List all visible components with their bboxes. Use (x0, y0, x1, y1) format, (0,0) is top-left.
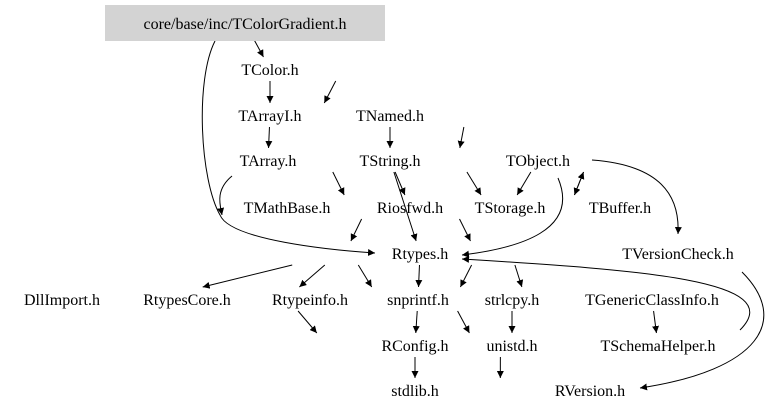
edge-Rtypes-to-RtypesCore (299, 264, 326, 288)
edge-TVersionCheck-to-RVersion (639, 271, 765, 391)
root-node-box (105, 5, 385, 41)
edge-Rtypes-to-snprintf (415, 264, 423, 288)
edge-snprintf-to-RConfig (412, 310, 420, 334)
edge-TString-to-Riosfwd (394, 171, 406, 196)
edge-Rtypes-to-DllImport (202, 264, 293, 289)
node-TArrayI[interactable]: TArrayI.h (238, 108, 301, 125)
edge-TBuffer-to-TObject (573, 171, 585, 196)
node-TGenericClassInfo[interactable]: TGenericClassInfo.h (585, 292, 719, 309)
node-strlcpy[interactable]: strlcpy.h (485, 292, 540, 309)
edge-TArray-to-Rtypes (217, 175, 233, 216)
edge-Rtypes-to-strlcpy (459, 264, 473, 288)
edge-TSchemaHelper-to-Rtypes (461, 255, 751, 331)
node-TStorage[interactable]: TStorage.h (475, 200, 546, 217)
edge-TGenericClassInfo-to-TSchemaHelper (652, 310, 660, 334)
edge-Rtypes-to-TGenericClassInfo (514, 264, 524, 288)
edge-TColor-to-TNamed (323, 80, 337, 104)
node-TObject[interactable]: TObject.h (506, 153, 570, 170)
node-TArray[interactable]: TArray.h (240, 153, 297, 170)
node-TString[interactable]: TString.h (360, 153, 421, 170)
node-snprintf[interactable]: snprintf.h (387, 292, 449, 309)
node-unistd[interactable]: unistd.h (486, 338, 537, 355)
node-TVersionCheck[interactable]: TVersionCheck.h (622, 246, 734, 263)
edge-TArrayI-to-TArray (265, 126, 273, 149)
node-TMathBase[interactable]: TMathBase.h (244, 200, 331, 217)
edge-TString-to-Rtypes (393, 171, 418, 242)
node-RtypesCore[interactable]: RtypesCore.h (143, 292, 231, 309)
edge-TNamed-to-TObject (457, 126, 465, 149)
edge-strlcpy-to-RConfig (457, 310, 470, 334)
edge-TObject-to-Riosfwd (466, 171, 482, 196)
node-DllImport[interactable]: DllImport.h (24, 292, 100, 309)
node-Riosfwd[interactable]: Riosfwd.h (377, 200, 443, 217)
node-Rtypes[interactable]: Rtypes.h (392, 246, 448, 263)
node-RVersion[interactable]: RVersion.h (555, 383, 625, 400)
node-TSchemaHelper[interactable]: TSchemaHelper.h (600, 338, 715, 355)
edge-TObject-to-TStorage (516, 171, 532, 196)
node-TNamed[interactable]: TNamed.h (356, 108, 424, 125)
node-Rtypeinfo[interactable]: Rtypeinfo.h (272, 292, 348, 309)
edge-TObject-to-TVersionCheck (591, 159, 682, 235)
edge-RtypesCore-to-RConfig (297, 310, 318, 334)
node-stdlib[interactable]: stdlib.h (391, 383, 439, 400)
nodes: core/base/inc/TColorGradient.h TColor.hT… (24, 5, 734, 400)
root-node[interactable]: core/base/inc/TColorGradient.h (143, 16, 346, 33)
edge-TObject-to-Rtypes (461, 177, 564, 258)
edge-Rtypes-to-Rtypeinfo (357, 264, 373, 288)
edge-TStorage-to-Rtypes (459, 218, 471, 242)
node-TColor[interactable]: TColor.h (241, 62, 298, 79)
edge-TMathBase-to-Rtypes (350, 218, 363, 242)
node-TBuffer[interactable]: TBuffer.h (589, 200, 651, 217)
node-RConfig[interactable]: RConfig.h (381, 338, 448, 355)
edge-root-to-Rtypes (201, 40, 376, 257)
edge-TString-to-TMathBase (332, 171, 345, 196)
edges (201, 34, 765, 391)
